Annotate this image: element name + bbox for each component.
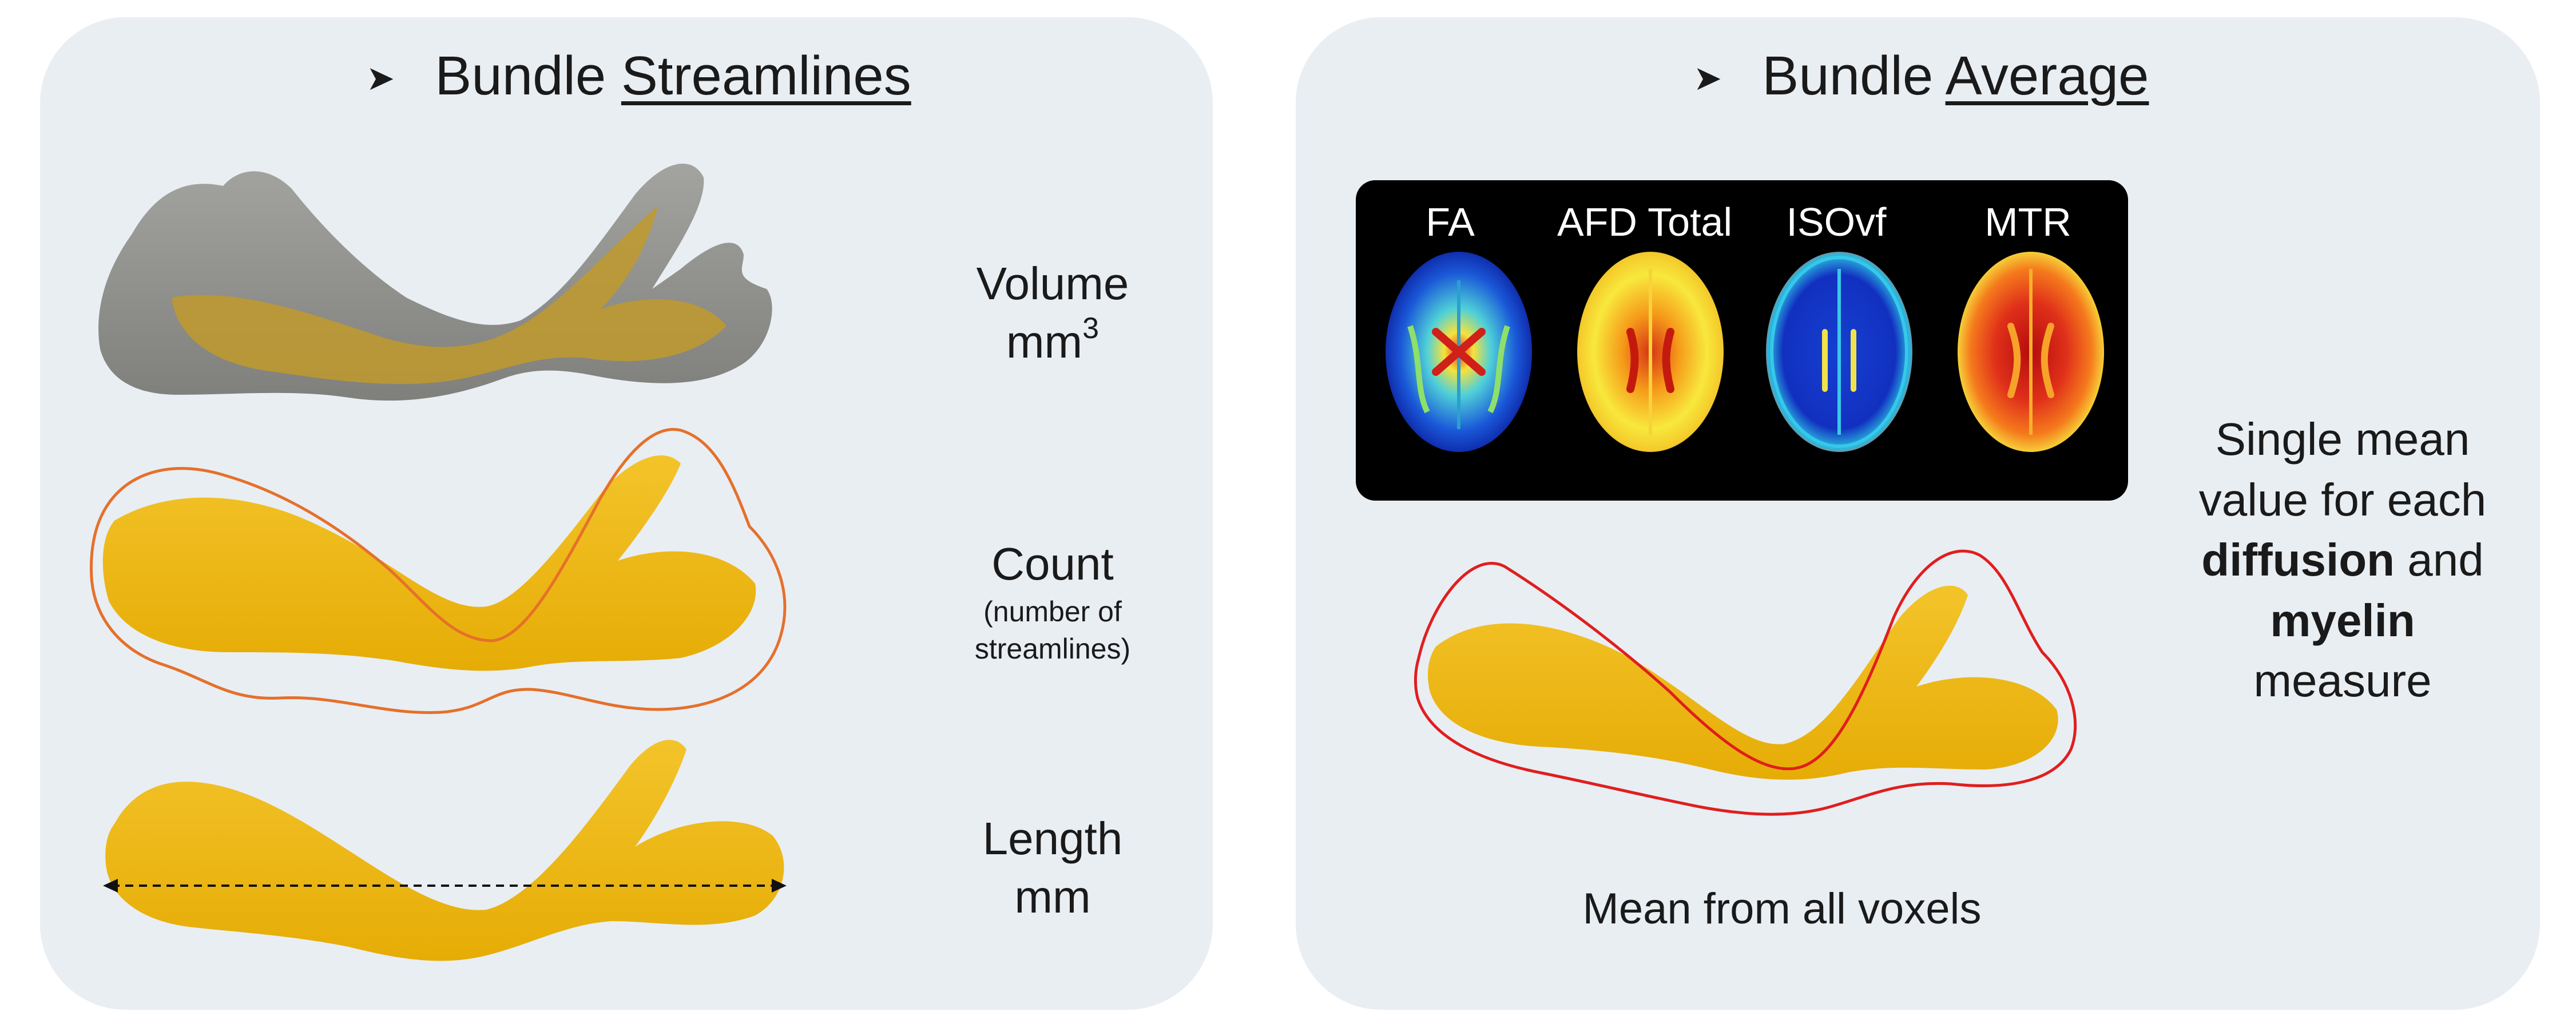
isovf-brain-map <box>1766 252 1912 452</box>
volume-unit-superscript: 3 <box>1082 312 1100 346</box>
average-caption: Mean from all voxels <box>1582 885 1982 933</box>
description-myelin: myelin <box>2270 594 2415 646</box>
volume-label-title: Volume <box>976 258 1129 309</box>
length-arrowhead-right-icon <box>772 879 787 893</box>
length-arrowhead-left-icon <box>103 879 118 893</box>
average-fibers <box>1427 585 2058 780</box>
bullet-arrow-icon: ➤ <box>1693 59 1722 97</box>
average-outline <box>1414 549 2077 816</box>
description-line5: measure <box>2253 655 2432 707</box>
length-bundle-figure <box>103 740 787 961</box>
map-label-mtr: MTR <box>1984 200 2071 244</box>
length-unit: mm <box>1014 871 1091 923</box>
title-prefix: Bundle <box>435 45 621 106</box>
average-bundle-figure <box>1414 549 2077 816</box>
bundle-average-title: ➤Bundle Average <box>1693 49 2149 104</box>
bullet-arrow-icon: ➤ <box>366 59 395 97</box>
volume-label: Volume mm3 <box>884 255 1221 372</box>
description-and: and <box>2395 534 2484 586</box>
length-label-title: Length <box>982 813 1123 864</box>
length-label: Length mm <box>884 810 1221 927</box>
mtr-brain-map <box>1958 252 2104 452</box>
description-line2: value for each <box>2198 474 2487 525</box>
title-emphasis: Average <box>1945 45 2149 106</box>
description-line1: Single mean <box>2215 414 2470 465</box>
count-outline <box>90 428 787 714</box>
fa-brain-map <box>1386 252 1532 452</box>
map-label-isovf: ISOvf <box>1786 200 1887 244</box>
map-label-afd-total: AFD Total <box>1557 200 1733 244</box>
map-label-fa: FA <box>1426 200 1475 244</box>
volume-bundle-figure <box>98 164 772 401</box>
volume-unit: mm <box>1006 316 1083 368</box>
volume-fibers <box>172 206 727 384</box>
count-note-line1: (number of <box>983 596 1122 628</box>
count-bundle-figure <box>90 428 787 714</box>
diffusion-maps-panel: FA AFD Total ISOvf MTR <box>1356 180 2128 501</box>
title-emphasis: Streamlines <box>621 45 911 106</box>
description-diffusion: diffusion <box>2201 534 2395 586</box>
length-fibers <box>105 740 784 961</box>
count-label-title: Count <box>991 538 1114 589</box>
count-fibers <box>102 455 756 671</box>
title-prefix: Bundle <box>1762 45 1946 106</box>
afd-total-brain-map <box>1577 252 1724 452</box>
count-label: Count (number of streamlines) <box>884 535 1221 668</box>
average-description: Single mean value for each diffusion and… <box>2157 409 2529 711</box>
count-note-line2: streamlines) <box>974 633 1131 665</box>
bundle-streamlines-title: ➤Bundle Streamlines <box>366 49 911 104</box>
